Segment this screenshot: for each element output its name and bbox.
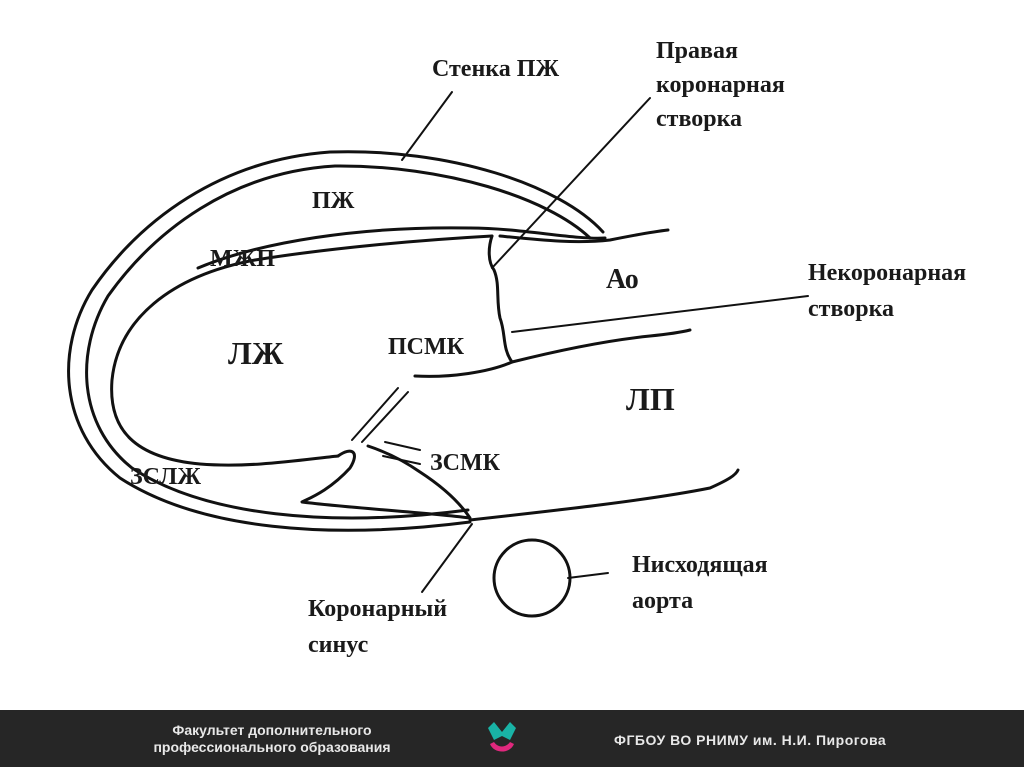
label-pmvl: ЗСМК [430, 450, 501, 476]
label-rv: ПЖ [312, 188, 355, 214]
leaflet-tip-2 [361, 391, 409, 443]
label-right-coronary-2: коронарная [656, 72, 785, 98]
rv-inner-contour [196, 226, 607, 270]
leaflet-tip-3 [384, 441, 421, 451]
pointer-noncoronary [511, 295, 809, 333]
descending-aorta-circle [492, 538, 572, 618]
label-right-coronary-1: Правая [656, 38, 738, 64]
footer-faculty-line-1: Факультет дополнительного [172, 722, 372, 738]
aorta-lower-wall [510, 328, 692, 364]
label-rv-wall: Стенка ПЖ [432, 56, 559, 82]
pointer-rv-wall [401, 91, 453, 161]
footer-faculty-line-2: профессионального образования [153, 739, 391, 755]
anterior-mitral-leaflet [413, 360, 514, 378]
aortic-root-upper [487, 234, 514, 364]
label-descending-aorta-1: Нисходящая [632, 552, 768, 578]
footer-faculty: Факультет дополнительного профессиональн… [82, 722, 462, 756]
label-noncoronary-1: Некоронарная [808, 260, 966, 286]
pointer-descending-aorta [567, 572, 609, 579]
outer-wall-contour-inner [85, 164, 592, 520]
label-right-coronary-3: створка [656, 106, 742, 132]
university-logo-icon [488, 722, 516, 752]
label-plv-wall: ЗСЛЖ [130, 464, 201, 490]
pointer-right-coronary [491, 97, 651, 269]
label-amvl: ПСМК [388, 334, 465, 360]
label-coronary-sinus-2: синус [308, 632, 369, 658]
label-ivs: МЖП [210, 246, 275, 272]
pointer-coronary-sinus [421, 523, 473, 593]
echocardiogram-diagram: Стенка ПЖ Правая коронарная створка ПЖ М… [67, 38, 966, 658]
leaflet-tip-1 [351, 387, 399, 441]
outer-wall-contour [67, 150, 605, 532]
lv-endocardium [110, 234, 494, 467]
footer-university: ФГБОУ ВО РНИМУ им. Н.И. Пирогова [614, 732, 887, 748]
label-descending-aorta-2: аорта [632, 588, 693, 614]
label-coronary-sinus-1: Коронарный [308, 596, 447, 622]
footer-bar: Факультет дополнительного профессиональн… [0, 710, 1024, 767]
label-noncoronary-2: створка [808, 296, 894, 322]
leaflet-tip-4 [382, 455, 421, 465]
la-wall [468, 468, 740, 522]
posterior-mitral-leaflet [300, 444, 472, 520]
aorta-upper-wall [498, 228, 670, 244]
label-ao: Ао [606, 264, 639, 295]
label-la: ЛП [626, 381, 675, 417]
label-lv: ЛЖ [228, 335, 284, 371]
